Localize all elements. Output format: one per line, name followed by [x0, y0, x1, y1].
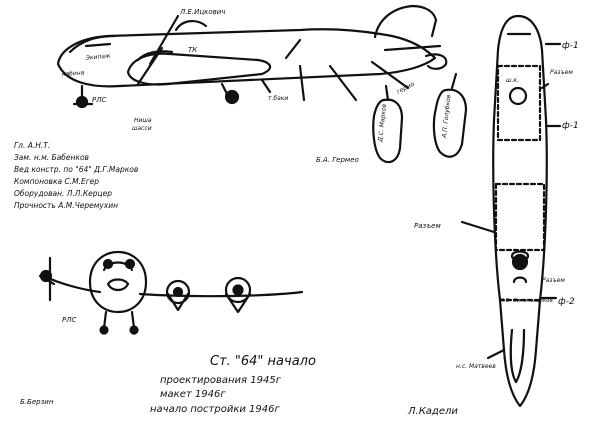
plan-rear-hatch: [511, 253, 529, 271]
label-fuel: т.баки: [268, 95, 288, 102]
front-engine-right: [165, 279, 191, 305]
engine-stub-1: [384, 84, 390, 102]
milestone-line-2: проектирования 1945г: [160, 375, 282, 386]
label-cabin: кабина: [62, 69, 85, 78]
plan-nose-ring: [508, 86, 528, 106]
label-rear: гермо: [396, 81, 416, 96]
plan-leader-right: [540, 82, 550, 90]
credit-line-3: Вед констр. по "64" Д.Г.Марков: [14, 165, 138, 174]
label-engine-1: Д.С. Марков: [377, 103, 388, 143]
label-joint-center: Разъем: [414, 222, 441, 230]
side-tail-gunner: [424, 53, 448, 70]
side-main-wheel: [224, 89, 240, 105]
plan-rear-ring: [512, 276, 528, 284]
front-wheel-right: [129, 325, 139, 335]
label-engine-2: А.П. Голубков: [441, 94, 453, 139]
front-hub-right: [124, 258, 136, 270]
front-wing-right: [138, 290, 304, 298]
plan-dash-box-1: [496, 64, 542, 142]
front-wheel-left: [99, 325, 109, 335]
side-nacelle-intake: [136, 50, 174, 62]
milestone-line-3: макет 1946г: [160, 389, 226, 400]
front-view: [38, 250, 304, 330]
label-tail-gunner: н.с. Матвеев: [456, 363, 496, 370]
label-station-1b: ф-1: [562, 121, 579, 131]
side-leader-7: [284, 38, 302, 60]
label-turret-top: Л.Е.Ицкович: [179, 8, 225, 16]
label-mid-station: Б.А. Гермео: [316, 156, 359, 164]
credit-line-5: Оборудован. Л.Л.Керцер: [14, 189, 112, 198]
side-nose-wheel: [75, 95, 89, 109]
plan-leader-tail: [486, 348, 506, 360]
front-engine-right-hub: [172, 286, 184, 298]
plan-view: [460, 14, 562, 408]
engine-pod-2: [432, 88, 468, 158]
label-crew: Экипаж: [84, 52, 111, 62]
plan-leader-mid: [460, 220, 496, 234]
plan-tail-gun: [509, 328, 526, 384]
side-leader-1: [148, 14, 180, 66]
side-view: [56, 4, 448, 106]
front-engine-far-hub: [232, 284, 244, 296]
signature-left: Б.Берзин: [20, 398, 54, 406]
credit-line-2: Зам. н.м. Бабенков: [14, 153, 89, 162]
milestone-line-4: начало постройки 1946г: [150, 404, 281, 415]
label-station-1: ф-1: [562, 41, 579, 51]
side-top-turret: [174, 20, 208, 32]
front-gear-left: [102, 310, 108, 330]
front-nose-detail: [106, 278, 130, 292]
side-fin: [373, 4, 438, 39]
plan-fuselage: [492, 14, 548, 408]
front-engine-far: [224, 276, 252, 304]
label-nose-radar: РЛС: [92, 96, 106, 104]
engine-pod-1: [372, 98, 404, 164]
label-joint-2: Разъем: [542, 277, 565, 284]
side-window-line: [84, 42, 112, 48]
signature-right: Л.Кадели: [407, 406, 458, 417]
side-leader-4: [298, 64, 306, 102]
label-tank: ТК: [188, 46, 198, 54]
label-front-radar: РЛС: [62, 316, 76, 324]
engine-callouts: [372, 72, 468, 164]
label-undercarriage: шасси: [132, 125, 152, 132]
plan-dash-box-2: [494, 182, 546, 252]
engine-stub-2: [450, 72, 458, 90]
label-station-2: ф-2: [558, 297, 575, 307]
label-gear-bay: Ниша: [134, 117, 152, 124]
front-fuselage-ring: [88, 250, 148, 314]
side-leader-2: [136, 46, 164, 86]
side-stabilizer: [383, 44, 442, 52]
front-hub-left: [102, 258, 114, 270]
credit-line-6: Прочность А.М.Черемухин: [14, 201, 118, 210]
milestone-line-1: Ст. "64" начало: [210, 354, 316, 369]
side-nacelle: [126, 52, 272, 86]
side-leader-5: [328, 64, 358, 102]
label-rear-station: К.В. Синельщиков: [500, 298, 553, 304]
front-gear-right: [130, 310, 136, 330]
label-joint-1: Разъем: [550, 69, 573, 76]
credit-line-1: Гл. А.Н.Т.: [14, 141, 50, 150]
credit-line-4: Компоновка С.М.Егер: [14, 177, 99, 186]
front-wingtip-left: [39, 269, 53, 283]
side-fuselage: [56, 28, 437, 88]
label-nav: ш.к.: [506, 77, 519, 84]
side-leader-6: [370, 60, 410, 90]
side-leader-3: [260, 78, 272, 94]
side-cockpit: [68, 34, 116, 54]
